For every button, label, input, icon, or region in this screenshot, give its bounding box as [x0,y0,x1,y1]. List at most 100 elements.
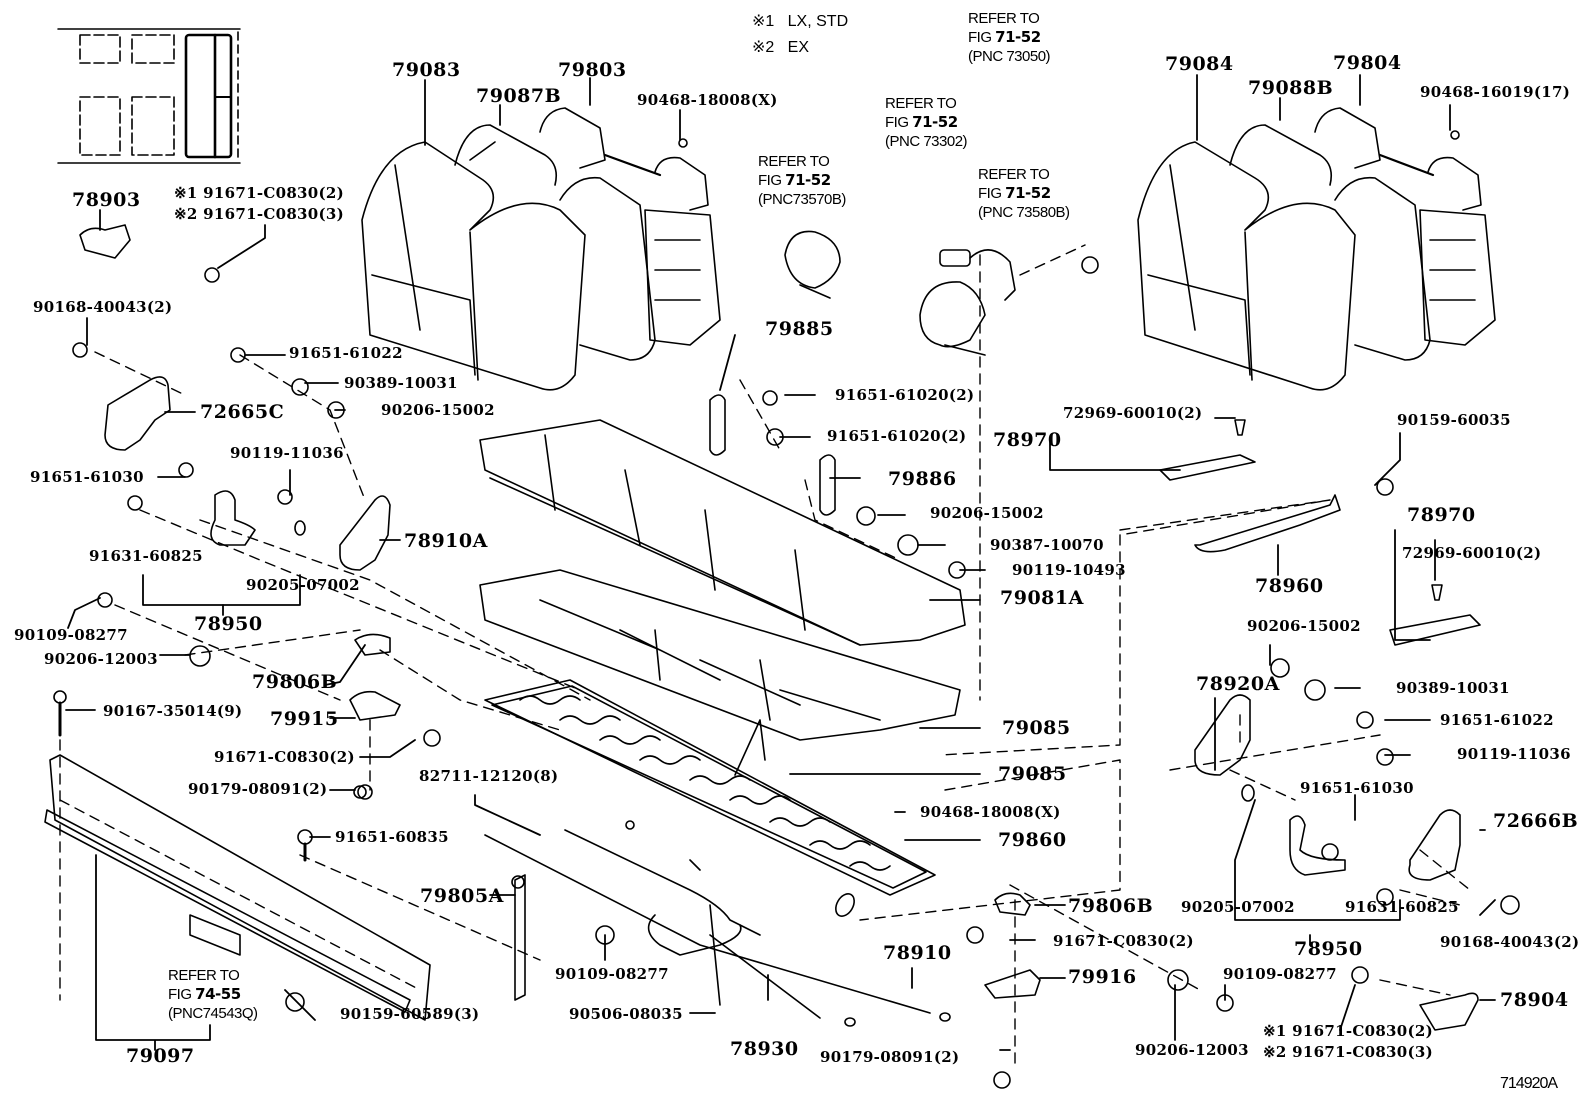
part-label-91631-60825-left[interactable]: 91631-60825 [89,547,203,565]
part-label-79087b[interactable]: 79087B [476,85,562,107]
part-label-90109-08277-left[interactable]: 90109-08277 [14,626,128,644]
part-label-79081a[interactable]: 79081A [1000,587,1084,609]
part-label-90387-10070[interactable]: 90387-10070 [990,536,1104,554]
ref-line-1: REFER TO [978,166,1050,183]
ref-line-2: FIG 71-52 [885,113,958,131]
part-label-79806b-left[interactable]: 79806B [252,671,338,693]
part-label-90468-18008-mid[interactable]: 90468-18008(X) [920,803,1061,821]
refer-to-fig-71-52-pnc-73302[interactable]: REFER TO FIG 71-52 (PNC 73302) [885,94,968,151]
part-label-90159-60589[interactable]: 90159-60589(3) [340,1005,480,1023]
part-label-78970-upper[interactable]: 78970 [993,429,1062,451]
part-label-78970-lower[interactable]: 78970 [1407,504,1476,526]
part-label-91651-61030-right[interactable]: 91651-61030 [1300,779,1414,797]
refer-to-fig-74-55-pnc-74543q[interactable]: REFER TO FIG 74-55 (PNC74543Q) [168,966,258,1023]
part-label-78930[interactable]: 78930 [730,1038,799,1060]
part-label-91651-61030-left[interactable]: 91651-61030 [30,468,144,486]
refer-to-fig-71-52-pnc-73050[interactable]: REFER TO FIG 71-52 (PNC 73050) [968,9,1051,66]
part-label-90205-07002-right[interactable]: 90205-07002 [1181,898,1295,916]
part-label-90168-40043-right[interactable]: 90168-40043(2) [1440,933,1580,951]
part-label-91651-61020-b[interactable]: 91651-61020(2) [827,427,967,445]
part-label-91671-c0830-note1-right[interactable]: ※1 91671-C0830(2) [1263,1022,1434,1040]
refer-to-fig-71-52-pnc-73580b[interactable]: REFER TO FIG 71-52 (PNC 73580B) [978,165,1070,222]
part-label-90206-15002-right[interactable]: 90206-15002 [1247,617,1361,635]
part-label-78950-left[interactable]: 78950 [194,613,263,635]
part-label-91671-c0830-mid[interactable]: 91671-C0830(2) [214,748,355,766]
right-seatback-drawing [1138,108,1495,390]
seat-layout-locator-icon [58,29,240,163]
part-label-78910[interactable]: 78910 [883,942,952,964]
part-label-90205-07002-left[interactable]: 90205-07002 [246,576,360,594]
part-label-90159-60035[interactable]: 90159-60035 [1397,411,1511,429]
part-label-90179-08091-left[interactable]: 90179-08091(2) [188,780,328,798]
part-label-79916[interactable]: 79916 [1068,966,1137,988]
note-1: ※1 LX, STD [752,14,848,30]
part-label-90168-40043-left[interactable]: 90168-40043(2) [33,298,173,316]
part-label-72665c[interactable]: 72665C [200,401,285,423]
part-label-90119-11036-left[interactable]: 90119-11036 [230,444,344,462]
part-label-90119-11036-right[interactable]: 90119-11036 [1457,745,1571,763]
part-label-91651-61022-left[interactable]: 91651-61022 [289,344,403,362]
note-1-mark: ※1 [752,13,775,30]
ref-line-3: (PNC 73302) [885,133,968,150]
part-label-91651-61020-a[interactable]: 91651-61020(2) [835,386,975,404]
ref-line-2: FIG 71-52 [978,184,1051,202]
part-label-91671-c0830-note2-right[interactable]: ※2 91671-C0830(3) [1263,1043,1434,1061]
spring-frame-drawing [485,680,935,919]
ref-line-1: REFER TO [168,967,240,984]
ref-line-3: (PNC74543Q) [168,1005,258,1022]
left-seatback-drawing [362,108,720,390]
part-label-91671-c0830-right-mid[interactable]: 91671-C0830(2) [1053,932,1194,950]
part-label-79803[interactable]: 79803 [558,59,627,81]
part-label-72969-60010-lower[interactable]: 72969-60010(2) [1402,544,1542,562]
part-label-90506-08035[interactable]: 90506-08035 [569,1005,683,1023]
part-label-90468-16019[interactable]: 90468-16019(17) [1420,83,1571,101]
part-label-79084[interactable]: 79084 [1165,53,1234,75]
part-label-91671-c0830-note1-left[interactable]: ※1 91671-C0830(2) [174,184,345,202]
part-label-90167-35014[interactable]: 90167-35014(9) [103,702,243,720]
part-label-79083[interactable]: 79083 [392,59,461,81]
part-label-90179-08091-bottom[interactable]: 90179-08091(2) [820,1048,960,1066]
seat-cushion-drawing [480,420,965,740]
part-label-79860[interactable]: 79860 [998,829,1067,851]
part-label-79085-upper[interactable]: 79085 [1002,717,1071,739]
part-label-91671-c0830-note2-left[interactable]: ※2 91671-C0830(3) [174,205,345,223]
part-label-91651-61022-right[interactable]: 91651-61022 [1440,711,1554,729]
part-label-90119-10493[interactable]: 90119-10493 [1012,561,1126,579]
bracket-parts-drawing [45,225,1480,1030]
part-label-90206-15002-mid[interactable]: 90206-15002 [930,504,1044,522]
part-label-79088b[interactable]: 79088B [1248,77,1334,99]
part-label-79097[interactable]: 79097 [126,1045,195,1067]
part-label-78960[interactable]: 78960 [1255,575,1324,597]
part-label-82711-12120[interactable]: 82711-12120(8) [419,767,559,785]
part-label-79885[interactable]: 79885 [765,318,834,340]
part-label-90206-12003-right[interactable]: 90206-12003 [1135,1041,1249,1059]
part-label-78950-right[interactable]: 78950 [1294,938,1363,960]
ref-line-1: REFER TO [758,153,830,170]
part-label-78910a[interactable]: 78910A [404,530,488,552]
part-label-78904[interactable]: 78904 [1500,989,1569,1011]
part-label-78903[interactable]: 78903 [72,189,141,211]
part-label-90206-15002-left[interactable]: 90206-15002 [381,401,495,419]
part-label-91651-60835[interactable]: 91651-60835 [335,828,449,846]
part-label-79085-lower[interactable]: 79085 [998,763,1067,785]
part-label-90109-08277-right[interactable]: 90109-08277 [1223,965,1337,983]
part-label-79806b-right[interactable]: 79806B [1068,895,1154,917]
part-label-79915[interactable]: 79915 [270,708,339,730]
part-label-79805a[interactable]: 79805A [420,885,504,907]
part-label-90389-10031-left[interactable]: 90389-10031 [344,374,458,392]
part-label-72969-60010-upper[interactable]: 72969-60010(2) [1063,404,1203,422]
part-label-90389-10031-right[interactable]: 90389-10031 [1396,679,1510,697]
ref-line-2: FIG 74-55 [168,985,241,1003]
part-label-78920a[interactable]: 78920A [1196,673,1280,695]
part-label-90206-12003-left[interactable]: 90206-12003 [44,650,158,668]
part-label-72666b[interactable]: 72666B [1493,810,1579,832]
refer-to-fig-71-52-pnc-73570b[interactable]: REFER TO FIG 71-52 (PNC73570B) [758,152,846,209]
release-cable-drawing [485,821,950,1026]
part-label-90109-08277-mid[interactable]: 90109-08277 [555,965,669,983]
part-label-91631-60825-right[interactable]: 91631-60825 [1345,898,1459,916]
part-label-79804[interactable]: 79804 [1333,52,1402,74]
part-label-79886[interactable]: 79886 [888,468,957,490]
ref-line-2: FIG 71-52 [758,171,831,189]
part-label-90468-18008-top[interactable]: 90468-18008(X) [637,91,778,109]
